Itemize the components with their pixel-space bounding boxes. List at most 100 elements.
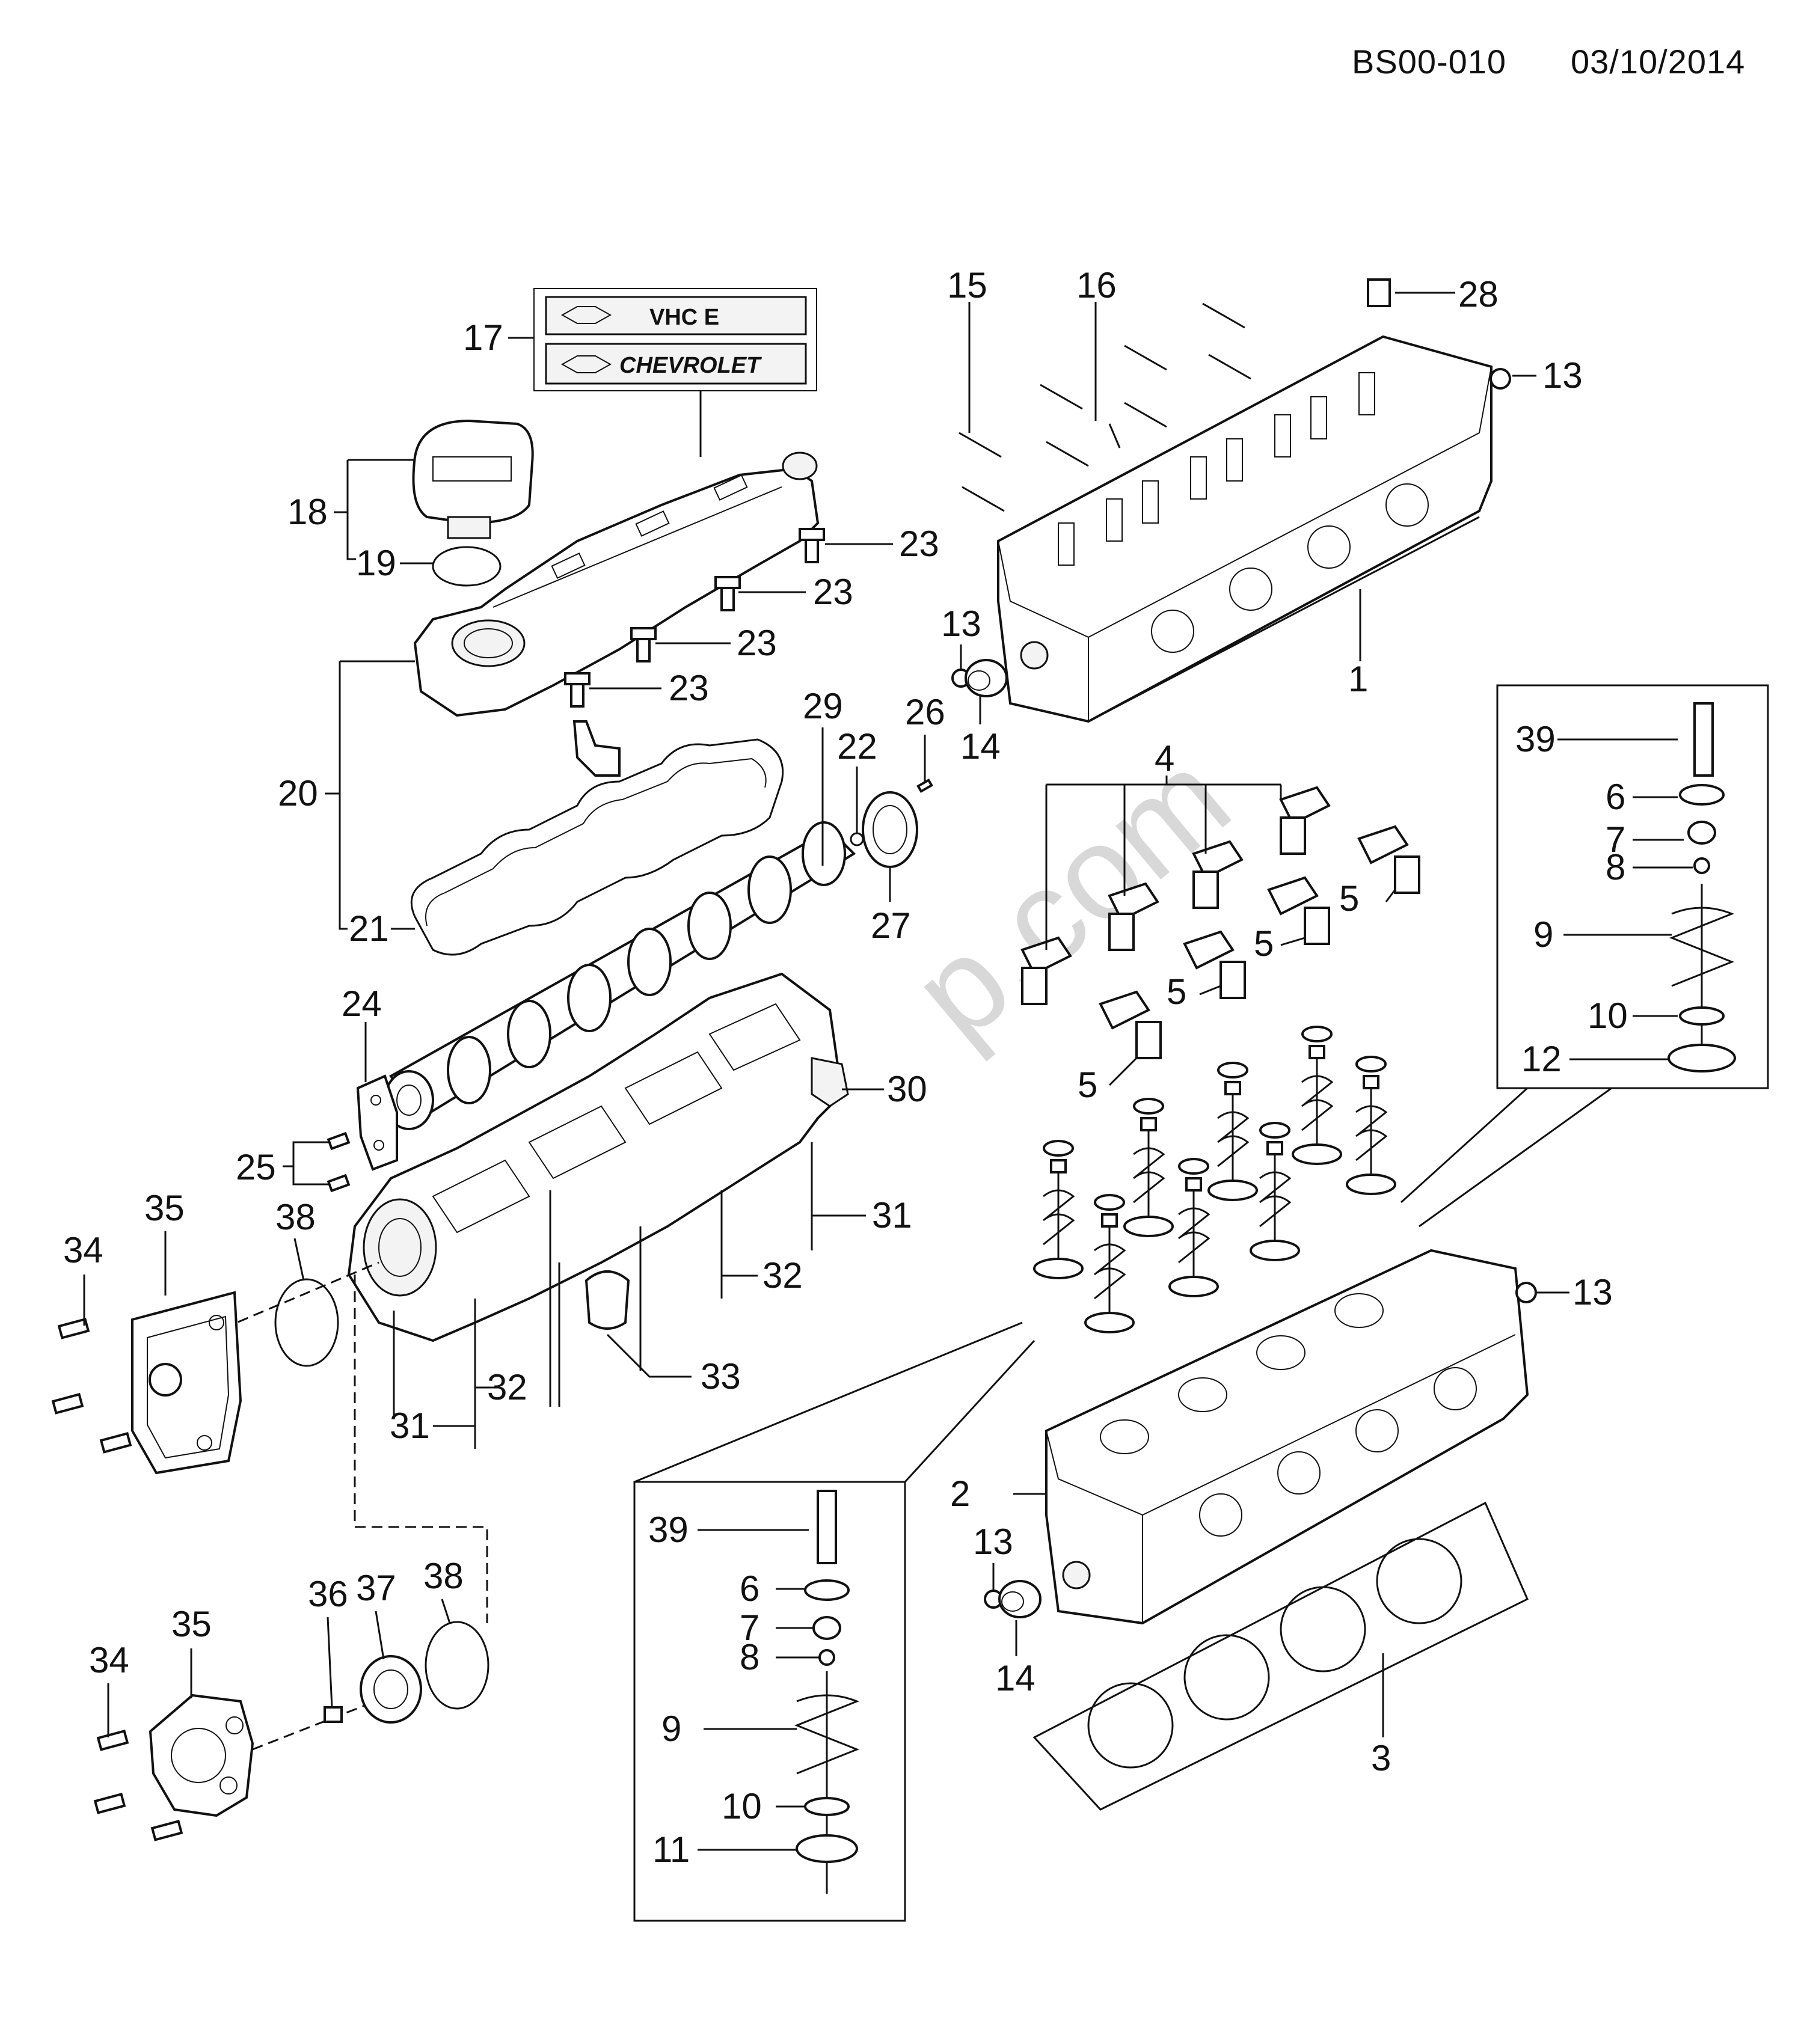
emblem-badges: VHC E CHEVROLET xyxy=(533,288,817,457)
dowel-pin xyxy=(916,778,933,794)
callout-14: 14 xyxy=(960,726,1001,766)
callout-30: 30 xyxy=(887,1069,927,1109)
cylinder-head-lower xyxy=(1045,1249,1529,1625)
callout-4: 4 xyxy=(1155,738,1174,779)
callout-34: 34 xyxy=(89,1640,129,1680)
valve-assemblies xyxy=(1033,1026,1396,1333)
inset-exhaust-callout-12: 12 xyxy=(1521,1039,1562,1079)
badge-vhce-text: VHC E xyxy=(649,305,719,330)
callout-37: 37 xyxy=(356,1568,396,1608)
callout-31: 31 xyxy=(872,1195,912,1235)
inset-intake-callout-11: 11 xyxy=(652,1829,690,1870)
callout-38: 38 xyxy=(423,1556,464,1596)
inset-intake-callout-6: 6 xyxy=(740,1568,759,1609)
callout-23: 23 xyxy=(813,572,853,612)
plug-lower xyxy=(1515,1282,1537,1303)
diagram-date: 03/10/2014 xyxy=(1571,43,1746,81)
inset-intake-valve xyxy=(633,1481,906,1922)
callout-24: 24 xyxy=(342,984,382,1024)
callout-22: 22 xyxy=(837,726,877,766)
inset-exhaust-callout-8: 8 xyxy=(1606,847,1625,887)
coupling xyxy=(360,1655,422,1724)
callout-labels: 15 16 28 13 17 18 19 23 23 23 23 20 21 2… xyxy=(63,265,1628,1870)
callout-21: 21 xyxy=(349,908,389,949)
o-ring-lower xyxy=(425,1621,489,1710)
rocker-cover xyxy=(413,451,820,717)
callout-28: 28 xyxy=(1458,274,1499,314)
callout-13: 13 xyxy=(1542,355,1583,396)
sleeve xyxy=(1367,278,1391,307)
inset-exhaust-valve xyxy=(1496,684,1769,1089)
inset-intake-callout-10: 10 xyxy=(722,1786,762,1826)
locating-pins xyxy=(959,302,1251,512)
plate xyxy=(356,1074,398,1171)
head-gasket xyxy=(1032,1501,1529,1811)
callout-13: 13 xyxy=(973,1522,1013,1562)
callout-23: 23 xyxy=(899,524,939,564)
callout-3: 3 xyxy=(1371,1738,1391,1778)
callout-13: 13 xyxy=(941,604,981,644)
o-ring-upper xyxy=(274,1278,339,1367)
plug-upper xyxy=(1490,368,1511,390)
cylinder-head-upper xyxy=(997,335,1493,723)
housing-studs xyxy=(393,1142,813,1449)
callout-18: 18 xyxy=(287,492,328,532)
rocker-cover-gasket xyxy=(410,738,784,956)
callout-26: 26 xyxy=(905,692,945,732)
callout-32: 32 xyxy=(762,1255,803,1296)
callout-13: 13 xyxy=(1572,1272,1613,1312)
callout-14: 14 xyxy=(995,1658,1035,1698)
plug xyxy=(324,1706,343,1723)
bolts-lower xyxy=(93,1729,183,1841)
callout-19: 19 xyxy=(356,543,396,583)
callout-29: 29 xyxy=(803,686,843,726)
inset-intake-callout-7: 7 xyxy=(740,1608,759,1648)
callout-31: 31 xyxy=(390,1406,430,1446)
callout-27: 27 xyxy=(871,905,911,946)
cap-upper xyxy=(965,659,1008,697)
leader-lines xyxy=(83,292,1612,1737)
camshaft xyxy=(384,821,856,1130)
callout-34: 34 xyxy=(63,1230,103,1270)
bolts-upper xyxy=(51,1317,132,1454)
plate-screws xyxy=(327,1131,351,1193)
callout-35: 35 xyxy=(144,1188,185,1228)
inset-exhaust-callout-10: 10 xyxy=(1588,996,1628,1036)
callout-5: 5 xyxy=(1167,972,1186,1012)
vacuum-pump xyxy=(149,1694,254,1817)
rocker-arms xyxy=(1020,786,1420,1059)
inset-intake-callout-39: 39 xyxy=(648,1510,689,1550)
cover-plate-upper xyxy=(131,1291,242,1475)
callout-17: 17 xyxy=(463,317,503,358)
diagram-code: BS00-010 xyxy=(1352,43,1507,81)
seal-ring xyxy=(850,832,864,846)
cap-lower xyxy=(998,1580,1042,1618)
inset-exhaust-callout-7: 7 xyxy=(1606,819,1625,860)
callout-1: 1 xyxy=(1348,659,1368,699)
callout-25: 25 xyxy=(236,1147,276,1187)
filler-cap-seal xyxy=(432,546,502,587)
bracket xyxy=(572,720,621,777)
camshaft-oil-seal xyxy=(862,791,918,868)
oil-filter-adapter xyxy=(584,1270,630,1330)
callout-35: 35 xyxy=(171,1604,212,1644)
inset-intake-callout-8: 8 xyxy=(740,1637,759,1677)
inset-exhaust-callout-39: 39 xyxy=(1515,719,1556,759)
callout-5: 5 xyxy=(1254,923,1274,964)
inset-exhaust-callout-6: 6 xyxy=(1606,777,1625,817)
inset-exhaust-callout-9: 9 xyxy=(1533,914,1553,955)
callout-16: 16 xyxy=(1076,265,1117,305)
bowtie-logo-icon xyxy=(560,355,612,373)
callout-20: 20 xyxy=(278,773,318,813)
callout-2: 2 xyxy=(950,1473,970,1514)
bowtie-logo-icon xyxy=(560,306,612,324)
badge-chevrolet-text: CHEVROLET xyxy=(619,353,762,378)
callout-36: 36 xyxy=(308,1574,348,1614)
inset-intake-callout-9: 9 xyxy=(661,1709,681,1749)
callout-23: 23 xyxy=(669,668,709,708)
callout-5: 5 xyxy=(1339,878,1359,919)
camshaft-housing xyxy=(347,972,849,1342)
small-pin xyxy=(1108,423,1121,448)
